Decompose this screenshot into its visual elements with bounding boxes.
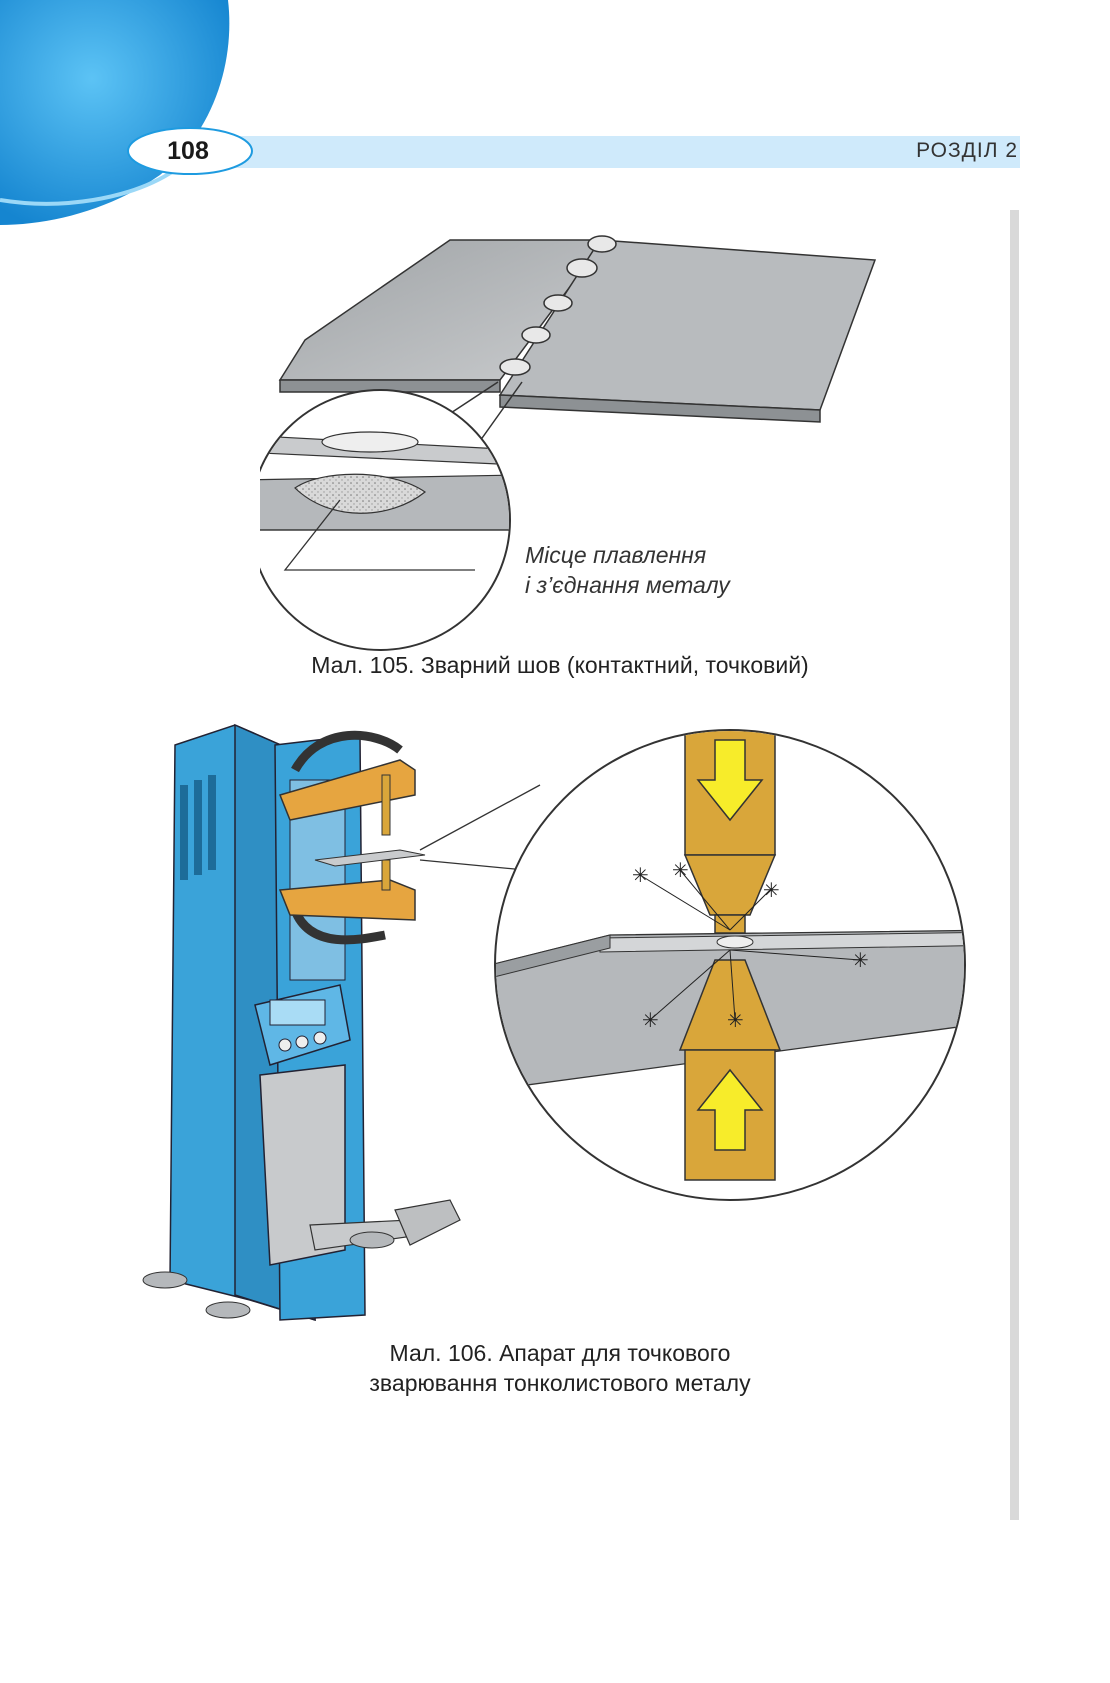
figure-105-caption: Мал. 105. Зварний шов (контактний, точко… <box>311 652 809 678</box>
figure-106-caption-line1: Мал. 106. Апарат для точкового <box>389 1340 731 1366</box>
svg-text:✳: ✳ <box>642 1008 659 1032</box>
margin-bar <box>1010 210 1019 1520</box>
header-decoration <box>0 0 1020 225</box>
svg-text:✳: ✳ <box>852 948 869 972</box>
page-header: 108 РОЗДІЛ 2 <box>0 0 1110 240</box>
weld-callout-line2: і з’єднання металу <box>525 572 730 598</box>
svg-text:✳: ✳ <box>727 1008 744 1032</box>
page-number: 108 <box>167 136 209 165</box>
figure-106-caption: Мал. 106. Апарат для точкового зварюванн… <box>300 1338 820 1398</box>
figure-105-illustration <box>260 235 877 651</box>
figure-106-illustration: ✳ ✳ ✳ ✳ ✳ ✳ <box>142 723 966 1322</box>
figure-106-caption-line2: зварювання тонколистового металу <box>369 1370 751 1396</box>
weld-callout: Місце плавлення і з’єднання металу <box>525 540 730 600</box>
svg-text:✳: ✳ <box>632 863 649 887</box>
section-title: РОЗДІЛ 2 <box>916 139 1018 162</box>
svg-text:✳: ✳ <box>763 878 780 902</box>
svg-text:✳: ✳ <box>672 858 689 882</box>
weld-callout-line1: Місце плавлення <box>525 542 707 568</box>
